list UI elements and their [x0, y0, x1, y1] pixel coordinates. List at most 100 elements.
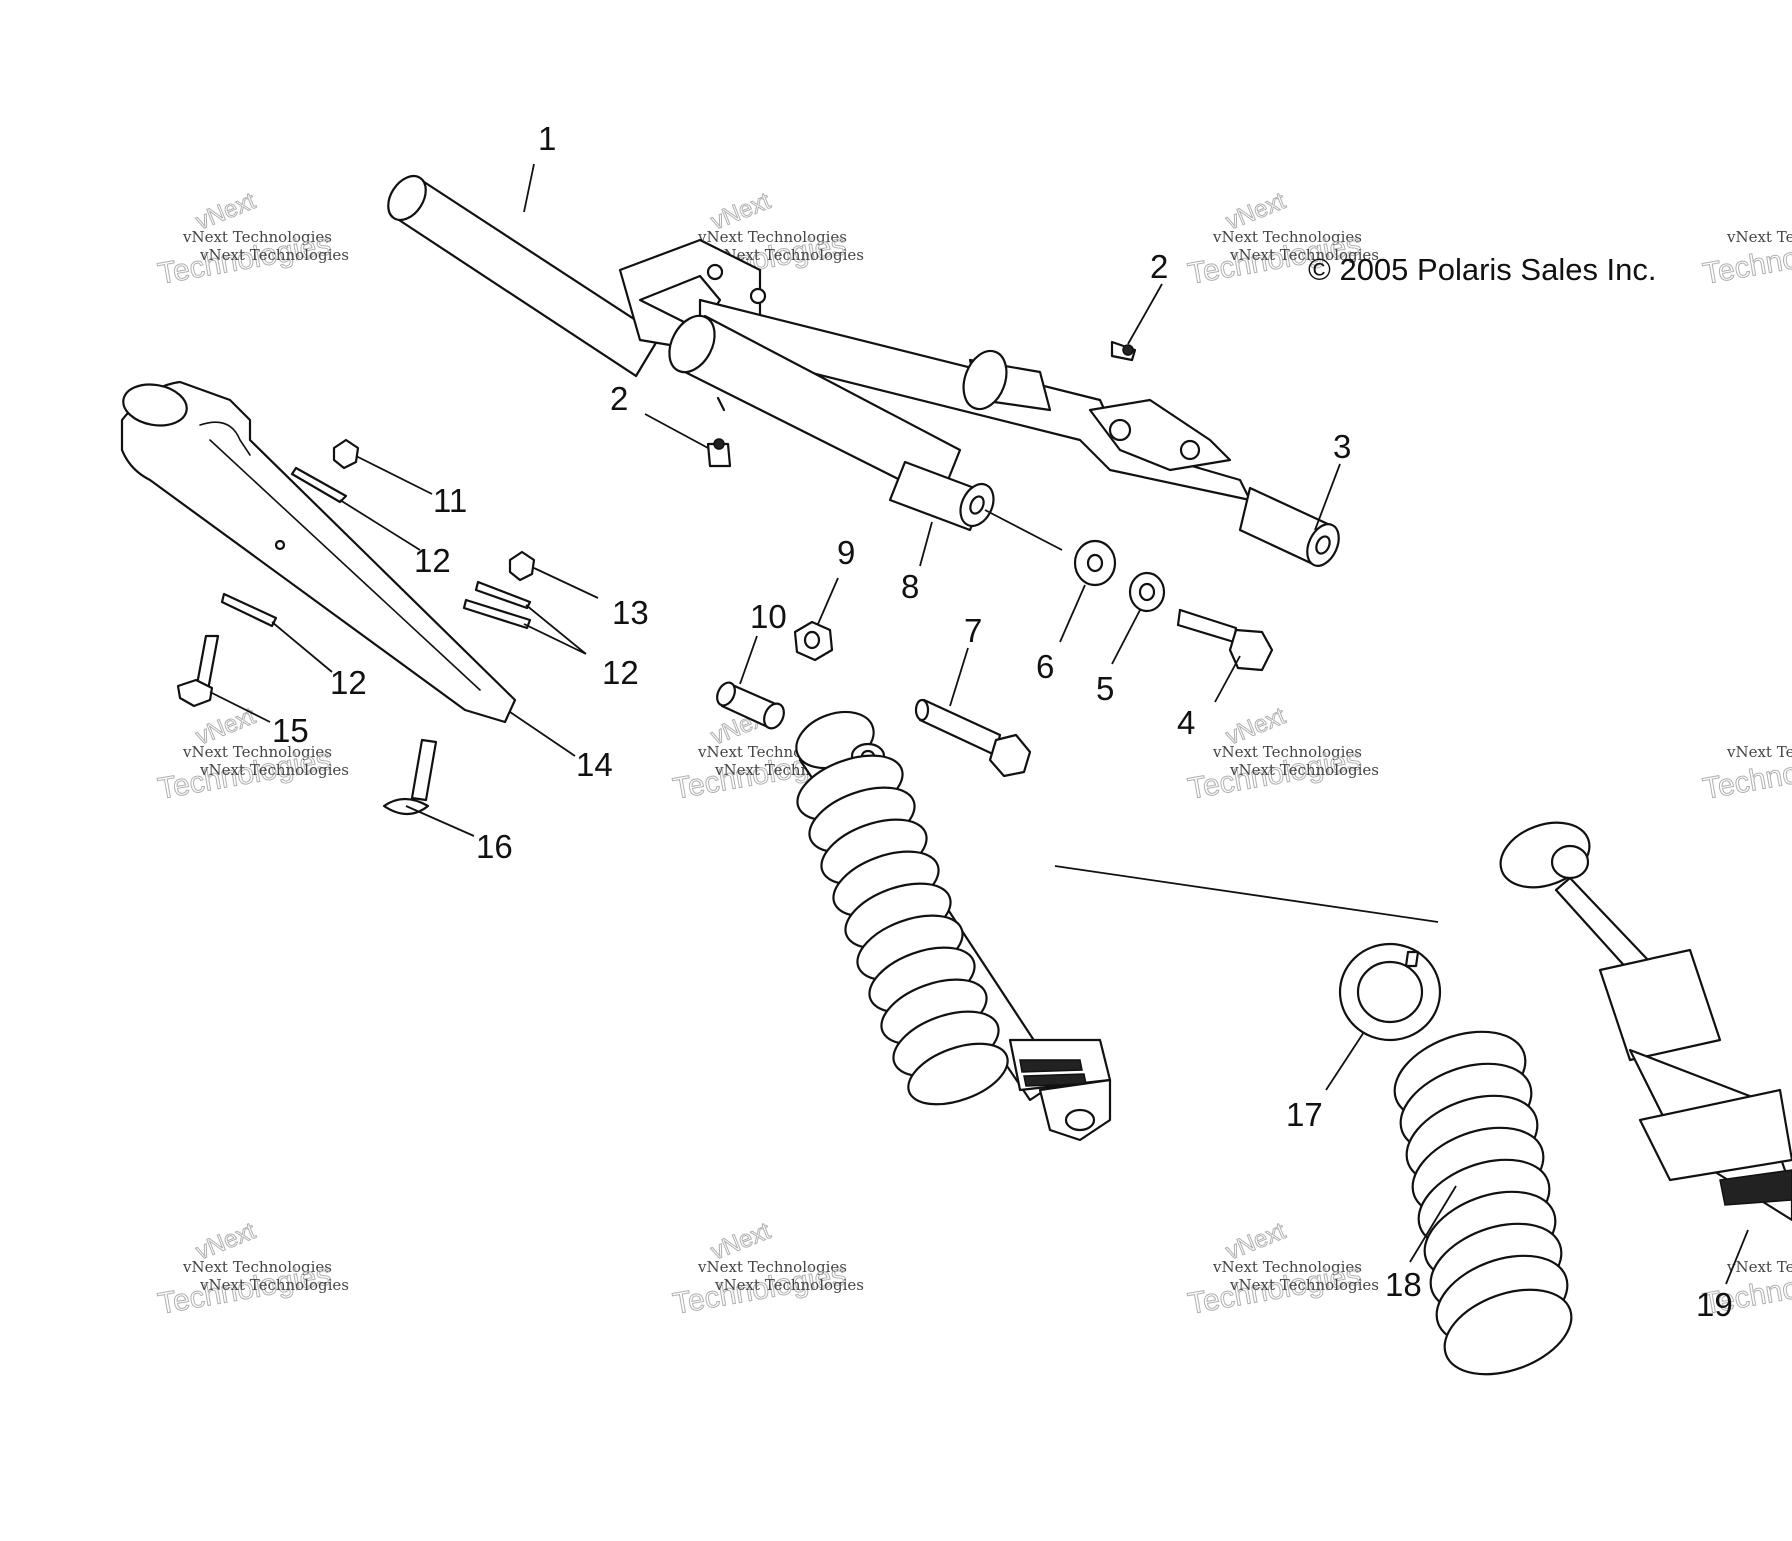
leader-16: [405, 805, 475, 837]
watermark-small-text: vNext Technologies: [697, 228, 847, 246]
part-9-nut: [793, 620, 834, 662]
part-1-torque-arm: [387, 174, 1252, 532]
bushing-end: [716, 681, 736, 707]
watermark-4: vNext Technologies Technologies: [1700, 227, 1792, 291]
watermark-5: vNext vNext Technologies Technologies vN…: [155, 702, 349, 806]
leader-13: [533, 567, 599, 599]
part-3-shaft: [1238, 486, 1340, 567]
watermark-small-text: vNext Technologies: [1212, 228, 1362, 246]
shock-assembly: [795, 710, 1112, 1142]
torque-arm-tube: [394, 176, 662, 378]
washer-body: [474, 580, 532, 610]
torque-arm-cross-tube-end: [962, 349, 1008, 411]
torque-arm-clevis-hole: [1108, 418, 1132, 442]
retainer-slot: [1404, 950, 1420, 968]
part-14-strap: [120, 380, 517, 724]
washer-body: [462, 598, 532, 630]
damper-threads: [1719, 1169, 1792, 1206]
torque-arm-lower-tube-end: [668, 314, 716, 374]
strap-edge: [209, 439, 481, 691]
grease-fitting-tip: [1122, 344, 1134, 356]
nut-body: [332, 438, 360, 470]
lock-washer-inner: [1138, 582, 1156, 602]
leader-17: [1325, 1031, 1365, 1091]
callout-19: 19: [1696, 1286, 1733, 1323]
callout-13: 13: [612, 594, 649, 631]
callout-6: 6: [1036, 648, 1054, 685]
torque-arm-clevis-hole: [1179, 439, 1201, 461]
strap-eye-outer: [122, 383, 188, 427]
leader-14: [509, 711, 576, 757]
bushing-end: [763, 702, 785, 730]
spring-coil: [1019, 1059, 1083, 1073]
watermark-small-text: vNext Technologies: [1726, 1258, 1792, 1276]
part-11-nut: [332, 438, 360, 470]
part-19-damper: [1499, 821, 1792, 1222]
part-16-bolt: [382, 738, 438, 816]
damper-seal-cap: [1598, 948, 1722, 1062]
watermark-small-text: vNext Technologies: [714, 246, 864, 264]
watermark-9: vNext vNext Technologies Technologies vN…: [155, 1217, 349, 1321]
shock-spring: [796, 754, 1009, 1106]
watermark-small-text: vNext Technologies: [199, 761, 349, 779]
strap-body: [120, 380, 517, 724]
torque-arm-bracket-hole: [706, 263, 724, 281]
callout-14: 14: [576, 746, 613, 783]
leader-12b: [523, 604, 587, 655]
washer-body: [220, 592, 278, 628]
nut-body: [508, 550, 536, 582]
part-2-grease-fitting-upper: [1110, 340, 1137, 362]
callout-8: 8: [901, 568, 919, 605]
bolt-shank: [410, 738, 438, 802]
leader-18: [1409, 1185, 1457, 1263]
callout-15: 15: [272, 712, 309, 749]
callout-7: 7: [964, 612, 982, 649]
watermark-small-text: vNext Technologies: [182, 228, 332, 246]
retainer-inner: [1356, 960, 1424, 1024]
shaft-bore: [1315, 535, 1331, 555]
leader-12c: [271, 621, 333, 673]
watermark-8: vNext Technologies Technologies: [1700, 742, 1792, 806]
callout-12-right: 12: [602, 654, 639, 691]
leader-2a: [1127, 283, 1163, 345]
washer-inner: [1086, 553, 1104, 573]
washer-body: [290, 466, 348, 504]
callout-4: 4: [1177, 704, 1195, 741]
callout-3: 3: [1333, 428, 1351, 465]
watermark-10: vNext vNext Technologies Technologies vN…: [670, 1217, 864, 1321]
callout-16: 16: [476, 828, 513, 865]
callout-10: 10: [750, 598, 787, 635]
torque-arm-tube-end: [387, 174, 427, 222]
part-2-grease-fitting-lower: [706, 438, 732, 468]
leader-lines: [209, 163, 1749, 1285]
callout-9: 9: [837, 534, 855, 571]
part-6-washer: [1073, 539, 1117, 587]
watermark-small-text: vNext Technologies: [182, 743, 332, 761]
watermark-small-text: vNext Technologies: [1229, 1276, 1379, 1294]
nut-bore: [803, 630, 821, 650]
leader-4: [1214, 655, 1241, 703]
torque-arm-bracket-hole: [749, 287, 767, 305]
watermark-small-text: vNext Technologies: [1229, 246, 1379, 264]
bolt-head: [176, 678, 214, 708]
part-7-bolt: [914, 698, 1032, 778]
leader-19: [1725, 1229, 1749, 1285]
watermark-small-text: vNext Technologies: [697, 1258, 847, 1276]
watermark-1: vNext vNext Technologies Technologies vN…: [155, 187, 349, 291]
watermark-small-text: vNext Technologies: [714, 1276, 864, 1294]
callout-12-lower: 12: [330, 664, 367, 701]
watermark-small-text: vNext Technologies: [1212, 743, 1362, 761]
part-18-spring: [1393, 1030, 1573, 1376]
bolt-shank: [918, 698, 1002, 757]
part-10-bushing: [716, 681, 785, 730]
callout-12-upper: 12: [414, 542, 451, 579]
leader-15: [209, 691, 271, 723]
spring-coil: [907, 1042, 1009, 1106]
part-5-lock-washer: [1128, 571, 1166, 613]
leader-1: [523, 163, 535, 213]
watermark-small-text: vNext Technologies: [182, 1258, 332, 1276]
callout-11: 11: [433, 482, 467, 519]
part-12-washer-lower: [220, 592, 278, 628]
bolt-head: [988, 733, 1032, 778]
